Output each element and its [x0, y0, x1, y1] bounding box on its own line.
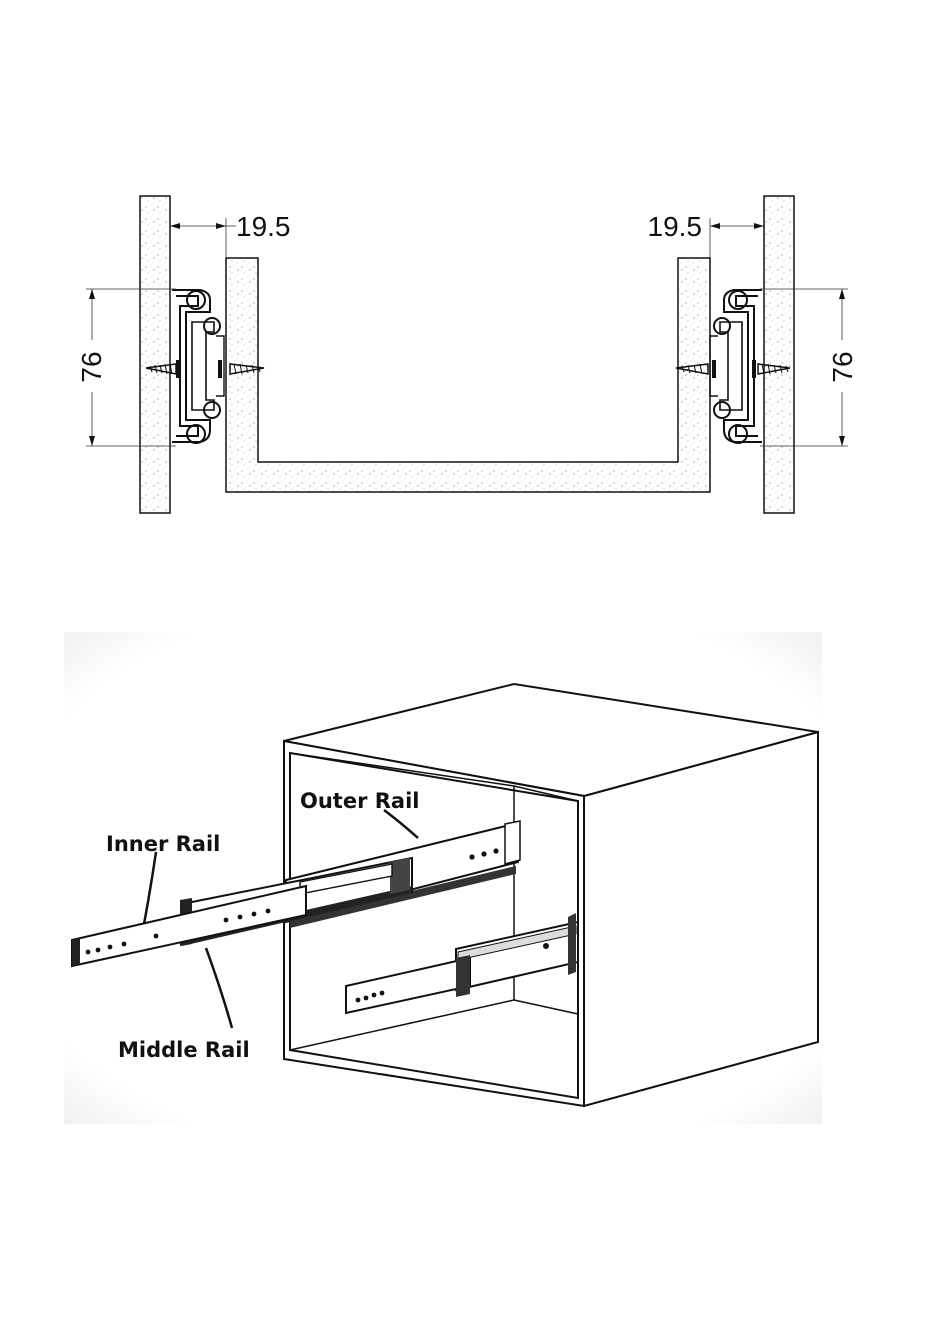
drawer-box-section — [226, 258, 710, 492]
right-height-value: 76 — [827, 351, 858, 382]
inner-rail-label: Inner Rail — [106, 832, 220, 856]
right-cabinet-wall — [764, 196, 794, 513]
perspective-illustration: Outer Rail Inner Rail Middle Rail — [64, 632, 822, 1124]
middle-rail-label: Middle Rail — [118, 1038, 250, 1062]
left-gap-value: 19.5 — [236, 211, 291, 242]
right-gap-dimension: 19.5 — [648, 211, 765, 258]
left-height-value: 76 — [76, 351, 107, 382]
cross-section-drawing: 19.5 19.5 76 76 — [76, 196, 858, 513]
left-cabinet-wall — [140, 196, 170, 513]
outer-rail-label: Outer Rail — [300, 789, 420, 813]
cabinet-side-face — [584, 732, 818, 1106]
right-gap-value: 19.5 — [648, 211, 703, 242]
left-gap-dimension: 19.5 — [170, 211, 291, 258]
